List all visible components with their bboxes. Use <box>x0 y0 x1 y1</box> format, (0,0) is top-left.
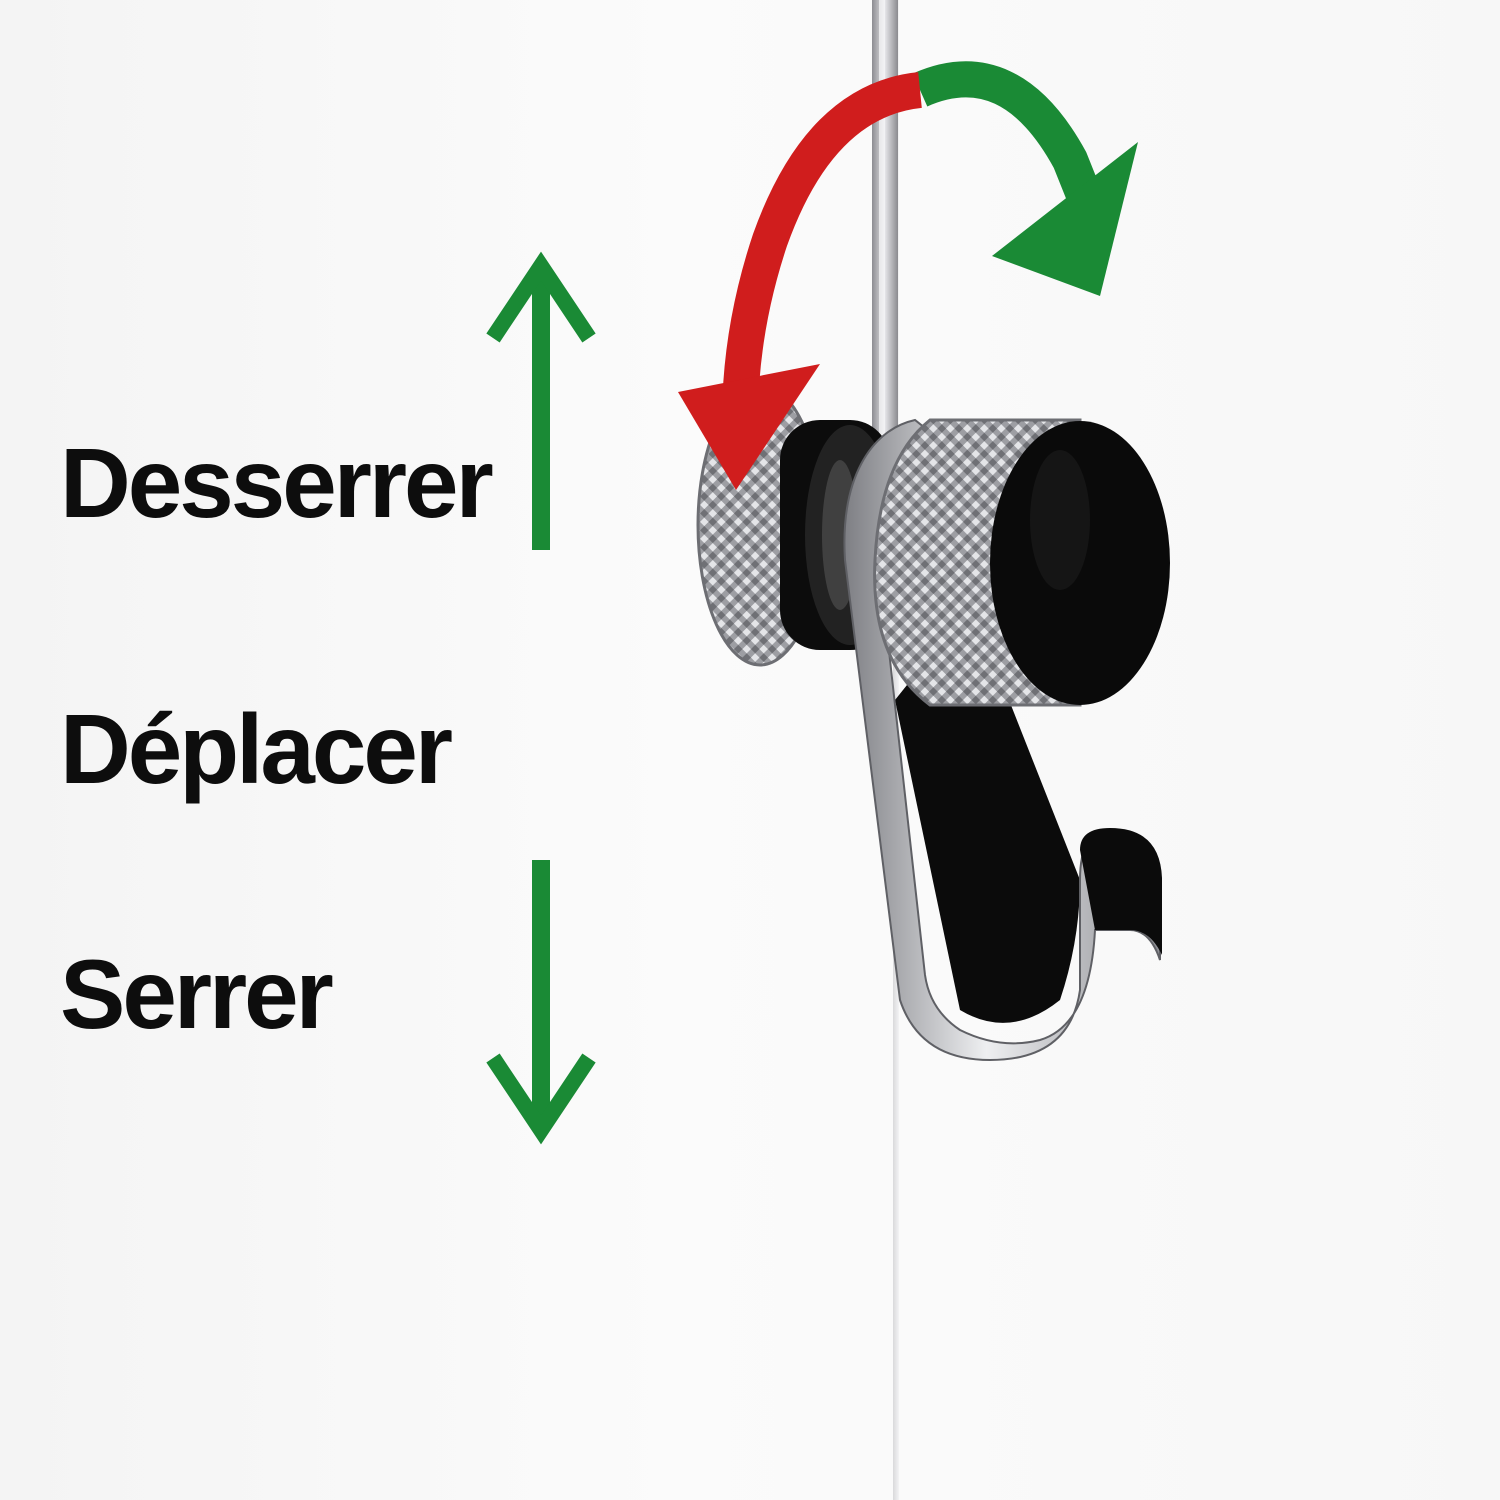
arrow-down-icon <box>486 860 596 1145</box>
label-tighten: Serrer <box>60 939 334 1049</box>
label-move: Déplacer <box>60 694 453 804</box>
knob-cap <box>990 421 1170 705</box>
hook-body <box>843 418 1162 1062</box>
label-loosen: Desserrer <box>60 428 494 538</box>
front-knob <box>873 418 1170 707</box>
rotate-arrow-icon <box>678 61 1138 490</box>
arrow-up-icon <box>486 251 596 550</box>
